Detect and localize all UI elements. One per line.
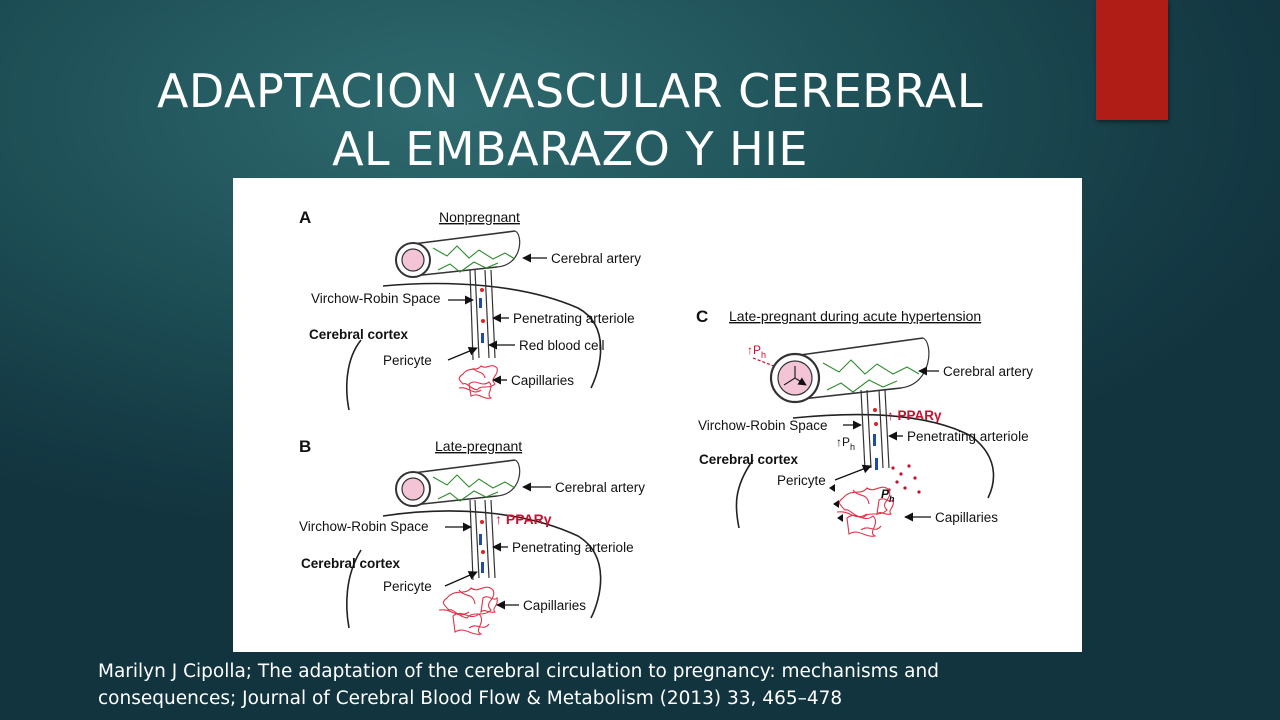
- pericyte-c-2: [875, 458, 878, 470]
- cortex-edge-c: [735, 459, 754, 529]
- label-pericyte-c: Pericyte: [777, 473, 826, 488]
- citation-line-1: Marilyn J Cipolla; The adaptation of the…: [98, 661, 939, 682]
- label-capillaries-a: Capillaries: [511, 373, 574, 388]
- label-cerebral-artery-a: Cerebral artery: [551, 251, 641, 266]
- cortex-surface-a: [382, 282, 602, 389]
- cortex-surface-c: [792, 413, 995, 499]
- panel-c-heading: Late-pregnant during acute hypertension: [729, 308, 981, 324]
- pericyte-b-2: [481, 562, 484, 573]
- leak-dots-c: [887, 464, 921, 494]
- microvessels-b: [432, 474, 516, 502]
- label-ph-c2: ↑Ph: [836, 435, 855, 452]
- rbc-a-2: [481, 319, 485, 323]
- panel-c: C Late-pregnant during acute hypertensio…: [696, 307, 1033, 537]
- label-ppar-b: ↑ PPARγ: [495, 511, 552, 527]
- citation-line-2: consequences; Journal of Cerebral Blood …: [98, 688, 843, 709]
- label-virchow-b: Virchow-Robin Space: [299, 519, 429, 534]
- label-red-cell-a: Red blood cell: [519, 338, 605, 353]
- panel-b-heading: Late-pregnant: [435, 438, 522, 454]
- label-penetrating-b: Penetrating arteriole: [512, 540, 634, 555]
- cortex-surface-b: [382, 510, 602, 619]
- capillaries-a: [458, 365, 498, 399]
- rbc-b-1: [480, 520, 484, 524]
- artery-end-b: [496, 459, 521, 497]
- label-virchow-a: Virchow-Robin Space: [311, 291, 441, 306]
- label-capillaries-c: Capillaries: [935, 510, 998, 525]
- vascular-diagram: A Nonpregnant Cerebral arter: [299, 208, 1033, 635]
- artery-lumen-a: [401, 248, 425, 272]
- panel-b-letter: B: [299, 437, 311, 456]
- artery-end-a: [496, 230, 521, 268]
- pericyte-c-1: [873, 434, 876, 446]
- artery-wall-b: [412, 459, 516, 506]
- slide-title: ADAPTACION VASCULAR CEREBRAL AL EMBARAZO…: [60, 62, 1080, 178]
- artery-end-c: [900, 337, 930, 389]
- rbc-a-1: [480, 288, 484, 292]
- panel-a-heading: Nonpregnant: [439, 209, 520, 225]
- figure-panel: A Nonpregnant Cerebral arter: [233, 178, 1082, 652]
- panel-a-letter: A: [299, 208, 311, 227]
- label-capillaries-b: Capillaries: [523, 598, 586, 613]
- label-ppar-c: ↑ PPARγ: [887, 408, 942, 423]
- rbc-c-1: [873, 408, 877, 412]
- leak-triangles-c: [829, 484, 843, 522]
- label-pericyte-b: Pericyte: [383, 579, 432, 594]
- slide-title-line-1: ADAPTACION VASCULAR CEREBRAL: [156, 64, 984, 118]
- penetrating-arteriole-b: [469, 499, 496, 581]
- microvessels-a: [432, 245, 516, 273]
- panel-a: A Nonpregnant Cerebral arter: [299, 208, 641, 411]
- penetrating-arteriole-a: [469, 269, 496, 361]
- artery-wall-a: [412, 230, 516, 277]
- slide-title-line-2: AL EMBARAZO Y HIE: [332, 122, 808, 176]
- label-pericyte-a: Pericyte: [383, 353, 432, 368]
- pericyte-a-2: [481, 333, 484, 343]
- label-cortex-a: Cerebral cortex: [309, 327, 409, 342]
- pericyte-a-1: [479, 298, 482, 308]
- rbc-b-2: [481, 550, 485, 554]
- label-cerebral-artery-b: Cerebral artery: [555, 480, 645, 495]
- label-penetrating-a: Penetrating arteriole: [513, 311, 635, 326]
- panel-b: B Late-pregnant Cerebral artery ↑ PPARγ: [299, 437, 645, 635]
- cortex-edge-a: [345, 339, 362, 411]
- label-ph-c1: ↑Ph: [747, 343, 766, 360]
- label-ph-c3: Ph: [881, 487, 895, 504]
- microvessels-c: [822, 359, 920, 393]
- capillaries-c: [836, 486, 894, 537]
- artery-lumen-b: [401, 477, 425, 501]
- panel-c-letter: C: [696, 307, 708, 326]
- label-cortex-c: Cerebral cortex: [699, 452, 799, 467]
- citation: Marilyn J Cipolla; The adaptation of the…: [98, 658, 1218, 712]
- artery-wall-c: [792, 337, 924, 401]
- label-cortex-b: Cerebral cortex: [301, 556, 401, 571]
- accent-bar: [1096, 0, 1168, 120]
- rbc-c-2: [874, 422, 878, 426]
- pericyte-b-1: [479, 534, 482, 545]
- label-penetrating-c: Penetrating arteriole: [907, 429, 1029, 444]
- label-virchow-c: Virchow-Robin Space: [698, 418, 828, 433]
- pressure-arrows-c: [783, 366, 806, 385]
- cortex-edge-b: [346, 549, 362, 629]
- label-cerebral-artery-c: Cerebral artery: [943, 364, 1033, 379]
- penetrating-arteriole-c: [860, 389, 890, 471]
- capillaries-b: [438, 586, 498, 635]
